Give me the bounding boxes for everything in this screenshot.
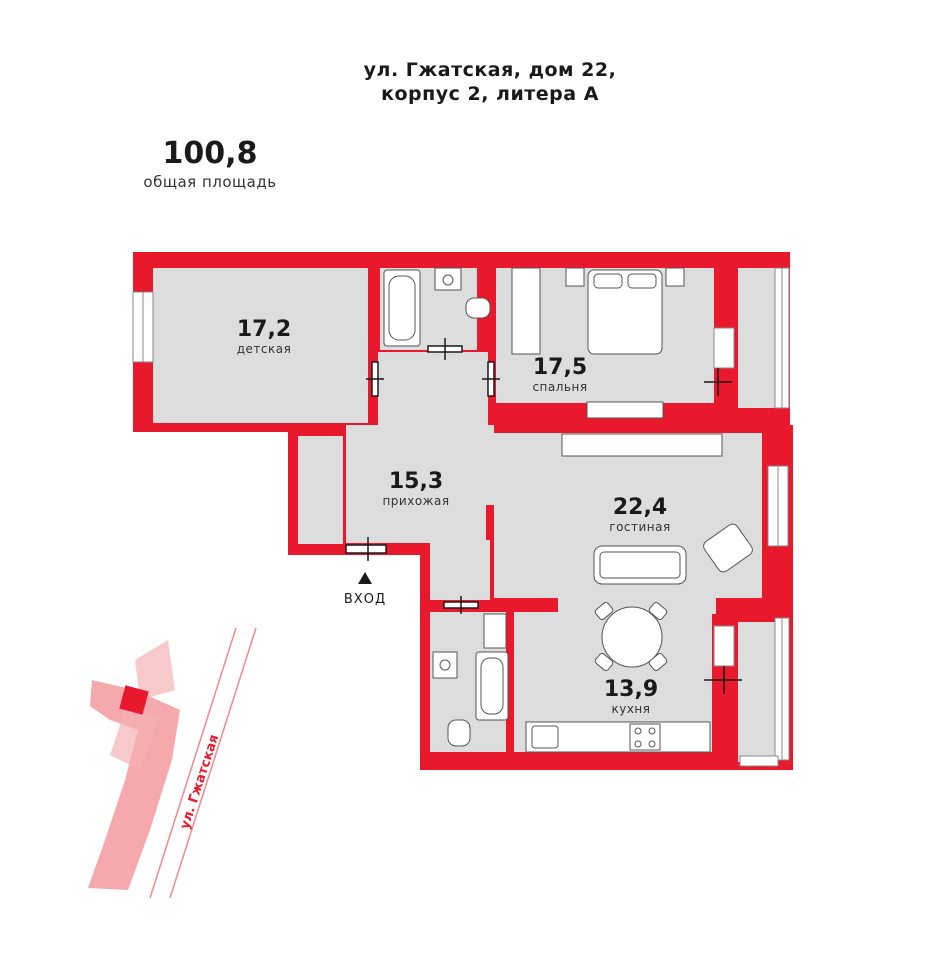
total-area-label: общая площадь [143,173,277,191]
nightstand-right [665,267,685,287]
apartment-marker [119,685,149,715]
room-children-floor [153,268,368,423]
dresser [586,401,664,419]
view-sector-2 [110,710,160,770]
doors [345,338,742,694]
armchair [703,523,753,573]
toilet-1 [465,297,491,319]
toilet-2 [447,719,471,747]
furniture [383,267,753,753]
room-kitchen-label: 13,9 кухня [603,677,659,717]
room-bedroom-label: 17,5 спальня [532,355,588,395]
washer [483,613,507,649]
total-area: 100,8 общая площадь [130,135,290,191]
address: ул. Гжатская, дом 22, корпус 2, литера А [300,58,680,106]
nightstand-left [565,267,585,287]
tv-stand [561,433,723,457]
balcony-2-floor [738,622,778,762]
total-area-value: 100,8 [162,136,258,171]
wardrobe-floor [298,436,343,544]
address-line-2: корпус 2, литера А [381,83,599,105]
bed [587,269,663,355]
entrance-arrow-icon [358,572,372,584]
sink-2 [432,651,458,679]
wardrobe-bedroom [511,267,541,355]
street-line-1 [149,627,237,899]
hall-floor-lower [430,540,490,600]
stove [629,723,661,751]
address-line-1: ул. Гжатская, дом 22, [363,59,617,81]
street-line-2 [169,627,257,899]
view-sector-1 [135,640,175,700]
room-hall-label: 15,3 прихожая [382,469,450,509]
room-children-label: 17,2 детская [236,317,292,357]
kitchen-sink [531,725,559,749]
entrance-marker: ВХОД [330,572,400,607]
corridor-floor [378,352,488,425]
location-map: ул. Гжатская [88,627,257,899]
door-entrance [345,544,387,554]
balcony-1-floor [738,268,775,408]
street-label: ул. Гжатская [178,733,223,831]
dining-table [601,606,663,668]
windows [132,267,790,767]
building-footprint [88,680,180,890]
entrance-label: ВХОД [343,592,387,607]
room-living-label: 22,4 гостиная [609,495,671,535]
